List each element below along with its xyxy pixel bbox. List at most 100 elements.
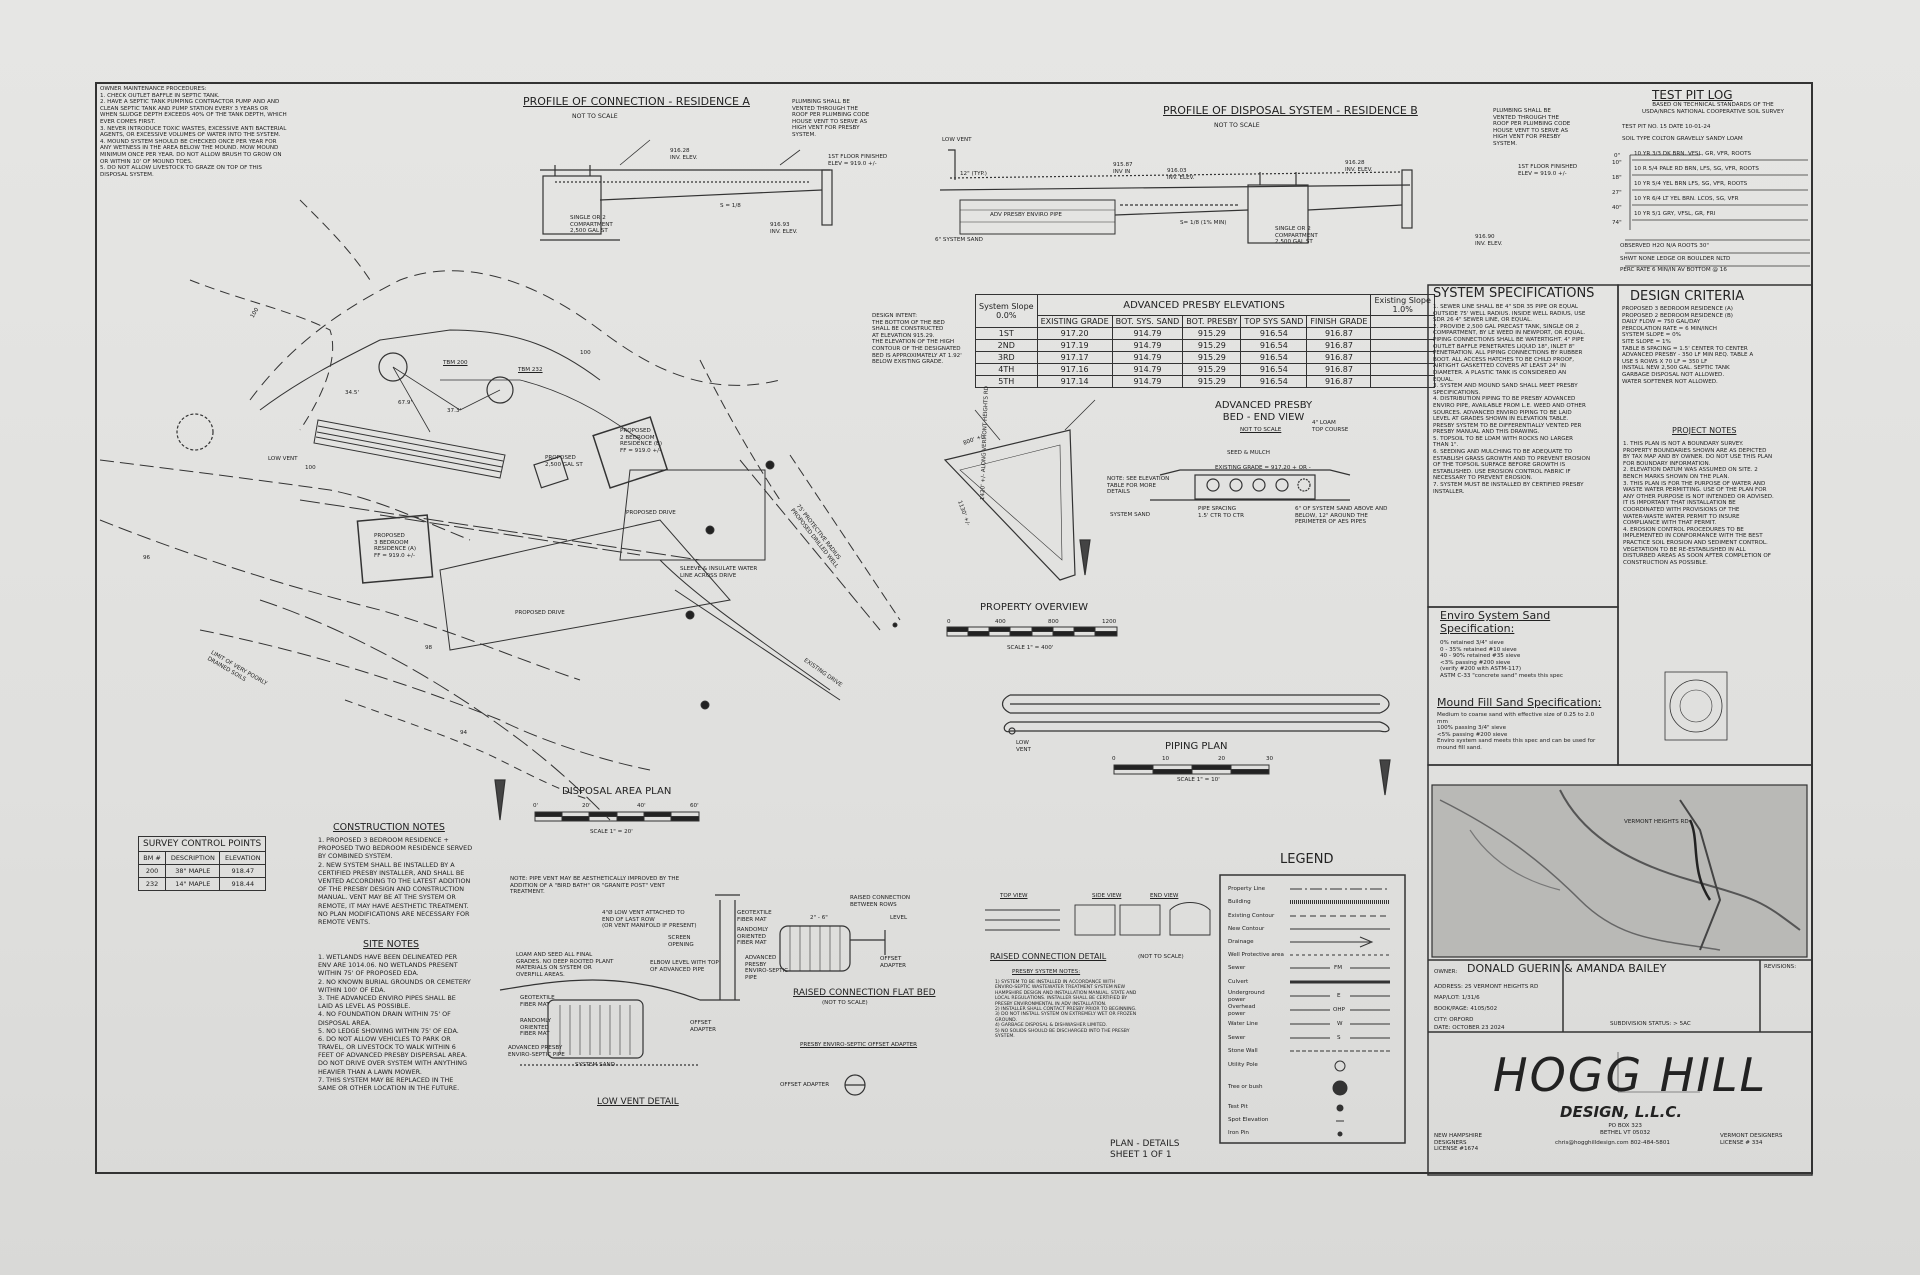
profile-b-inv-elev: 916.03 INV. ELEV. (1167, 168, 1195, 181)
profile-b-typ: 12" (TYP.) (960, 171, 987, 177)
legend-item: Drainage (1228, 939, 1254, 945)
raised-flat-level: LEVEL (890, 915, 908, 921)
col-blank (1370, 315, 1435, 328)
raised-flat-conn: RAISED CONNECTION BETWEEN ROWS (850, 895, 911, 908)
profile-a-drawing (540, 139, 833, 241)
label-res-b: PROPOSED 2 BEDROOM RESIDENCE (B) FF = 91… (620, 428, 663, 454)
offset-adapter-title: PRESBY ENVIRO-SEPTIC OFFSET ADAPTER (800, 1042, 918, 1048)
col-existing: EXISTING GRADE (1036, 315, 1113, 328)
site-plan-drawing (99, 199, 901, 821)
label-tbm200: TBM 200 (443, 360, 468, 366)
profile-a-tank: SINGLE OR 2 COMPARTMENT 2,500 GAL ST (570, 215, 613, 235)
raised-detail-top: TOP VIEW (1000, 893, 1028, 899)
piping-plan-title: PIPING PLAN (1165, 741, 1228, 752)
legend-item: Building (1228, 899, 1251, 905)
po-tick-3: 1200 (1102, 619, 1117, 625)
label-d37: 37.3' (447, 408, 461, 414)
profile-a-title: PROFILE OF CONNECTION - RESIDENCE A (523, 95, 750, 108)
raised-flat-drawing (779, 925, 886, 1096)
north-arrow-1 (494, 779, 506, 821)
profile-b-vent-note: PLUMBING SHALL BE VENTED THROUGH THE ROO… (1493, 108, 1571, 147)
subdivision-status: SUBDIVISION STATUS: > 5AC (1610, 1021, 1691, 1027)
legend-item: Spot Elevation (1228, 1117, 1269, 1123)
profile-b-tank: SINGLE OR 2 COMPARTMENT 2,500 GAL ST (1275, 226, 1318, 246)
legend-item: Stone Wall (1228, 1048, 1258, 1054)
raised-flat-offset: OFFSET ADAPTER (880, 956, 907, 969)
label-c94: 94 (460, 730, 468, 736)
owner-city: CITY: ORFORD (1434, 1017, 1474, 1023)
pp-scale: SCALE 1" = 10' (1177, 777, 1220, 783)
profile-b-inv-in: 915.87 INV IN (1113, 162, 1133, 175)
da-tick-0: 0' (533, 803, 539, 809)
design-criteria-title: DESIGN CRITERIA (1630, 289, 1745, 304)
construction-notes-title: CONSTRUCTION NOTES (333, 822, 445, 833)
property-scale-bar (946, 626, 1118, 637)
test-pit-layer-1: 10 YR 3/3 DK BRN. VFSL, GR, VFR, ROOTS (1634, 151, 1752, 157)
label-tank: PROPOSED 2,500 GAL ST (545, 455, 583, 468)
profile-b-title: PROFILE OF DISPOSAL SYSTEM - RESIDENCE B (1163, 104, 1418, 117)
enviro-sand-title: Enviro System Sand Specification: (1440, 609, 1551, 635)
design-intent: DESIGN INTENT: THE BOTTOM OF THE BED SHA… (872, 313, 962, 366)
owner-maintenance: OWNER MAINTENANCE PROCEDURES: 1. CHECK O… (100, 86, 287, 178)
bed-end-drawing (1150, 469, 1351, 501)
owner-label: OWNER: (1434, 969, 1458, 975)
property-overview-title: PROPERTY OVERVIEW (980, 602, 1089, 613)
low-vent-elbow: ELBOW LEVEL WITH TOP OF ADVANCED PIPE (650, 960, 719, 973)
disposal-bed (313, 419, 506, 479)
vt-license: VERMONT DESIGNERS LICENSE # 334 (1720, 1133, 1783, 1146)
test-pit-depth-1: 10" (1612, 160, 1622, 166)
test-pit-depth-2: 18" (1612, 175, 1622, 181)
test-pit-basis: BASED ON TECHNICAL STANDARDS OF THE USDA… (1642, 102, 1784, 115)
residence-b (592, 416, 669, 489)
legend-item: Culvert (1228, 979, 1249, 985)
profile-a-inv1: 916.28 INV. ELEV. (670, 148, 698, 161)
design-criteria-text: PROPOSED 3 BEDROOM RESIDENCE (A) PROPOSE… (1622, 306, 1754, 385)
da-tick-2: 40' (637, 803, 646, 809)
profile-b-pipe: ADV PRESBY ENVIRO PIPE (990, 212, 1062, 218)
project-notes-title: PROJECT NOTES (1672, 426, 1737, 435)
enviro-sand-text: 0% retained 3/4" sieve 0 - 35% retained … (1440, 640, 1563, 679)
raised-detail-side: SIDE VIEW (1092, 893, 1122, 899)
label-low-vent: LOW VENT (268, 456, 298, 462)
low-vent-offset: OFFSET ADAPTER (690, 1020, 717, 1033)
low-vent-drawing (499, 894, 740, 1066)
test-pit-depth-3: 27" (1612, 190, 1622, 196)
po-tick-1: 400 (995, 619, 1006, 625)
bed-end-seed: SEED & MULCH (1227, 450, 1270, 456)
bed-end-sand: SYSTEM SAND (1110, 512, 1151, 518)
piping-plan-drawing (1001, 694, 1390, 735)
mound-sand-text: Medium to coarse sand with effective siz… (1437, 712, 1596, 751)
da-tick-1: 20' (582, 803, 591, 809)
po-scale: SCALE 1" = 400' (1007, 645, 1054, 651)
profile-b-inv4: 916.90 INV. ELEV. (1475, 234, 1503, 247)
sheet-info: PLAN - DETAILS SHEET 1 OF 1 (1110, 1139, 1180, 1160)
bed-end-title: ADVANCED PRESBY BED - END VIEW (1215, 400, 1313, 423)
site-notes-title: SITE NOTES (363, 939, 420, 950)
owner-map-lot: MAP/LOT: 1/31/6 (1434, 995, 1480, 1001)
profile-a-vent-note: PLUMBING SHALL BE VENTED THROUGH THE ROO… (792, 99, 870, 138)
pp-tick-2: 20 (1218, 756, 1226, 762)
profile-a-floor: 1ST FLOOR FINISHED ELEV = 919.0 +/- (828, 154, 888, 167)
bed-end-sand-note: 6" OF SYSTEM SAND ABOVE AND BELOW, 12" A… (1295, 506, 1388, 526)
legend-item: Tree or bush (1228, 1084, 1263, 1090)
project-notes-text: 1. THIS PLAN IS NOT A BOUNDARY SURVEY. P… (1623, 441, 1774, 566)
test-pit-title: TEST PIT LOG (1652, 88, 1733, 102)
raised-flat-scale: (NOT TO SCALE) (822, 1000, 868, 1006)
presby-notes: 1) SYSTEM TO BE INSTALLED IN ACCORDANCE … (995, 980, 1137, 1040)
residence-a (356, 514, 434, 584)
label-c96: 96 (143, 555, 151, 561)
company-email: chris@hogghilldesign.com 802-484-5801 (1555, 1140, 1670, 1146)
label-c100b: 100 (580, 350, 591, 356)
legend-item: Iron Pin (1228, 1130, 1249, 1136)
test-pit-observed: OBSERVED H2O N/A ROOTS 30" (1620, 243, 1710, 249)
raised-detail-scale: (NOT TO SCALE) (1138, 954, 1184, 960)
label-res-a: PROPOSED 3 BEDROOM RESIDENCE (A) FF = 91… (374, 533, 417, 559)
label-drive1: PROPOSED DRIVE (626, 510, 676, 516)
legend-item: Existing Contour (1228, 913, 1275, 919)
owner-book-page: BOOK/PAGE: 4105/502 (1434, 1006, 1498, 1012)
